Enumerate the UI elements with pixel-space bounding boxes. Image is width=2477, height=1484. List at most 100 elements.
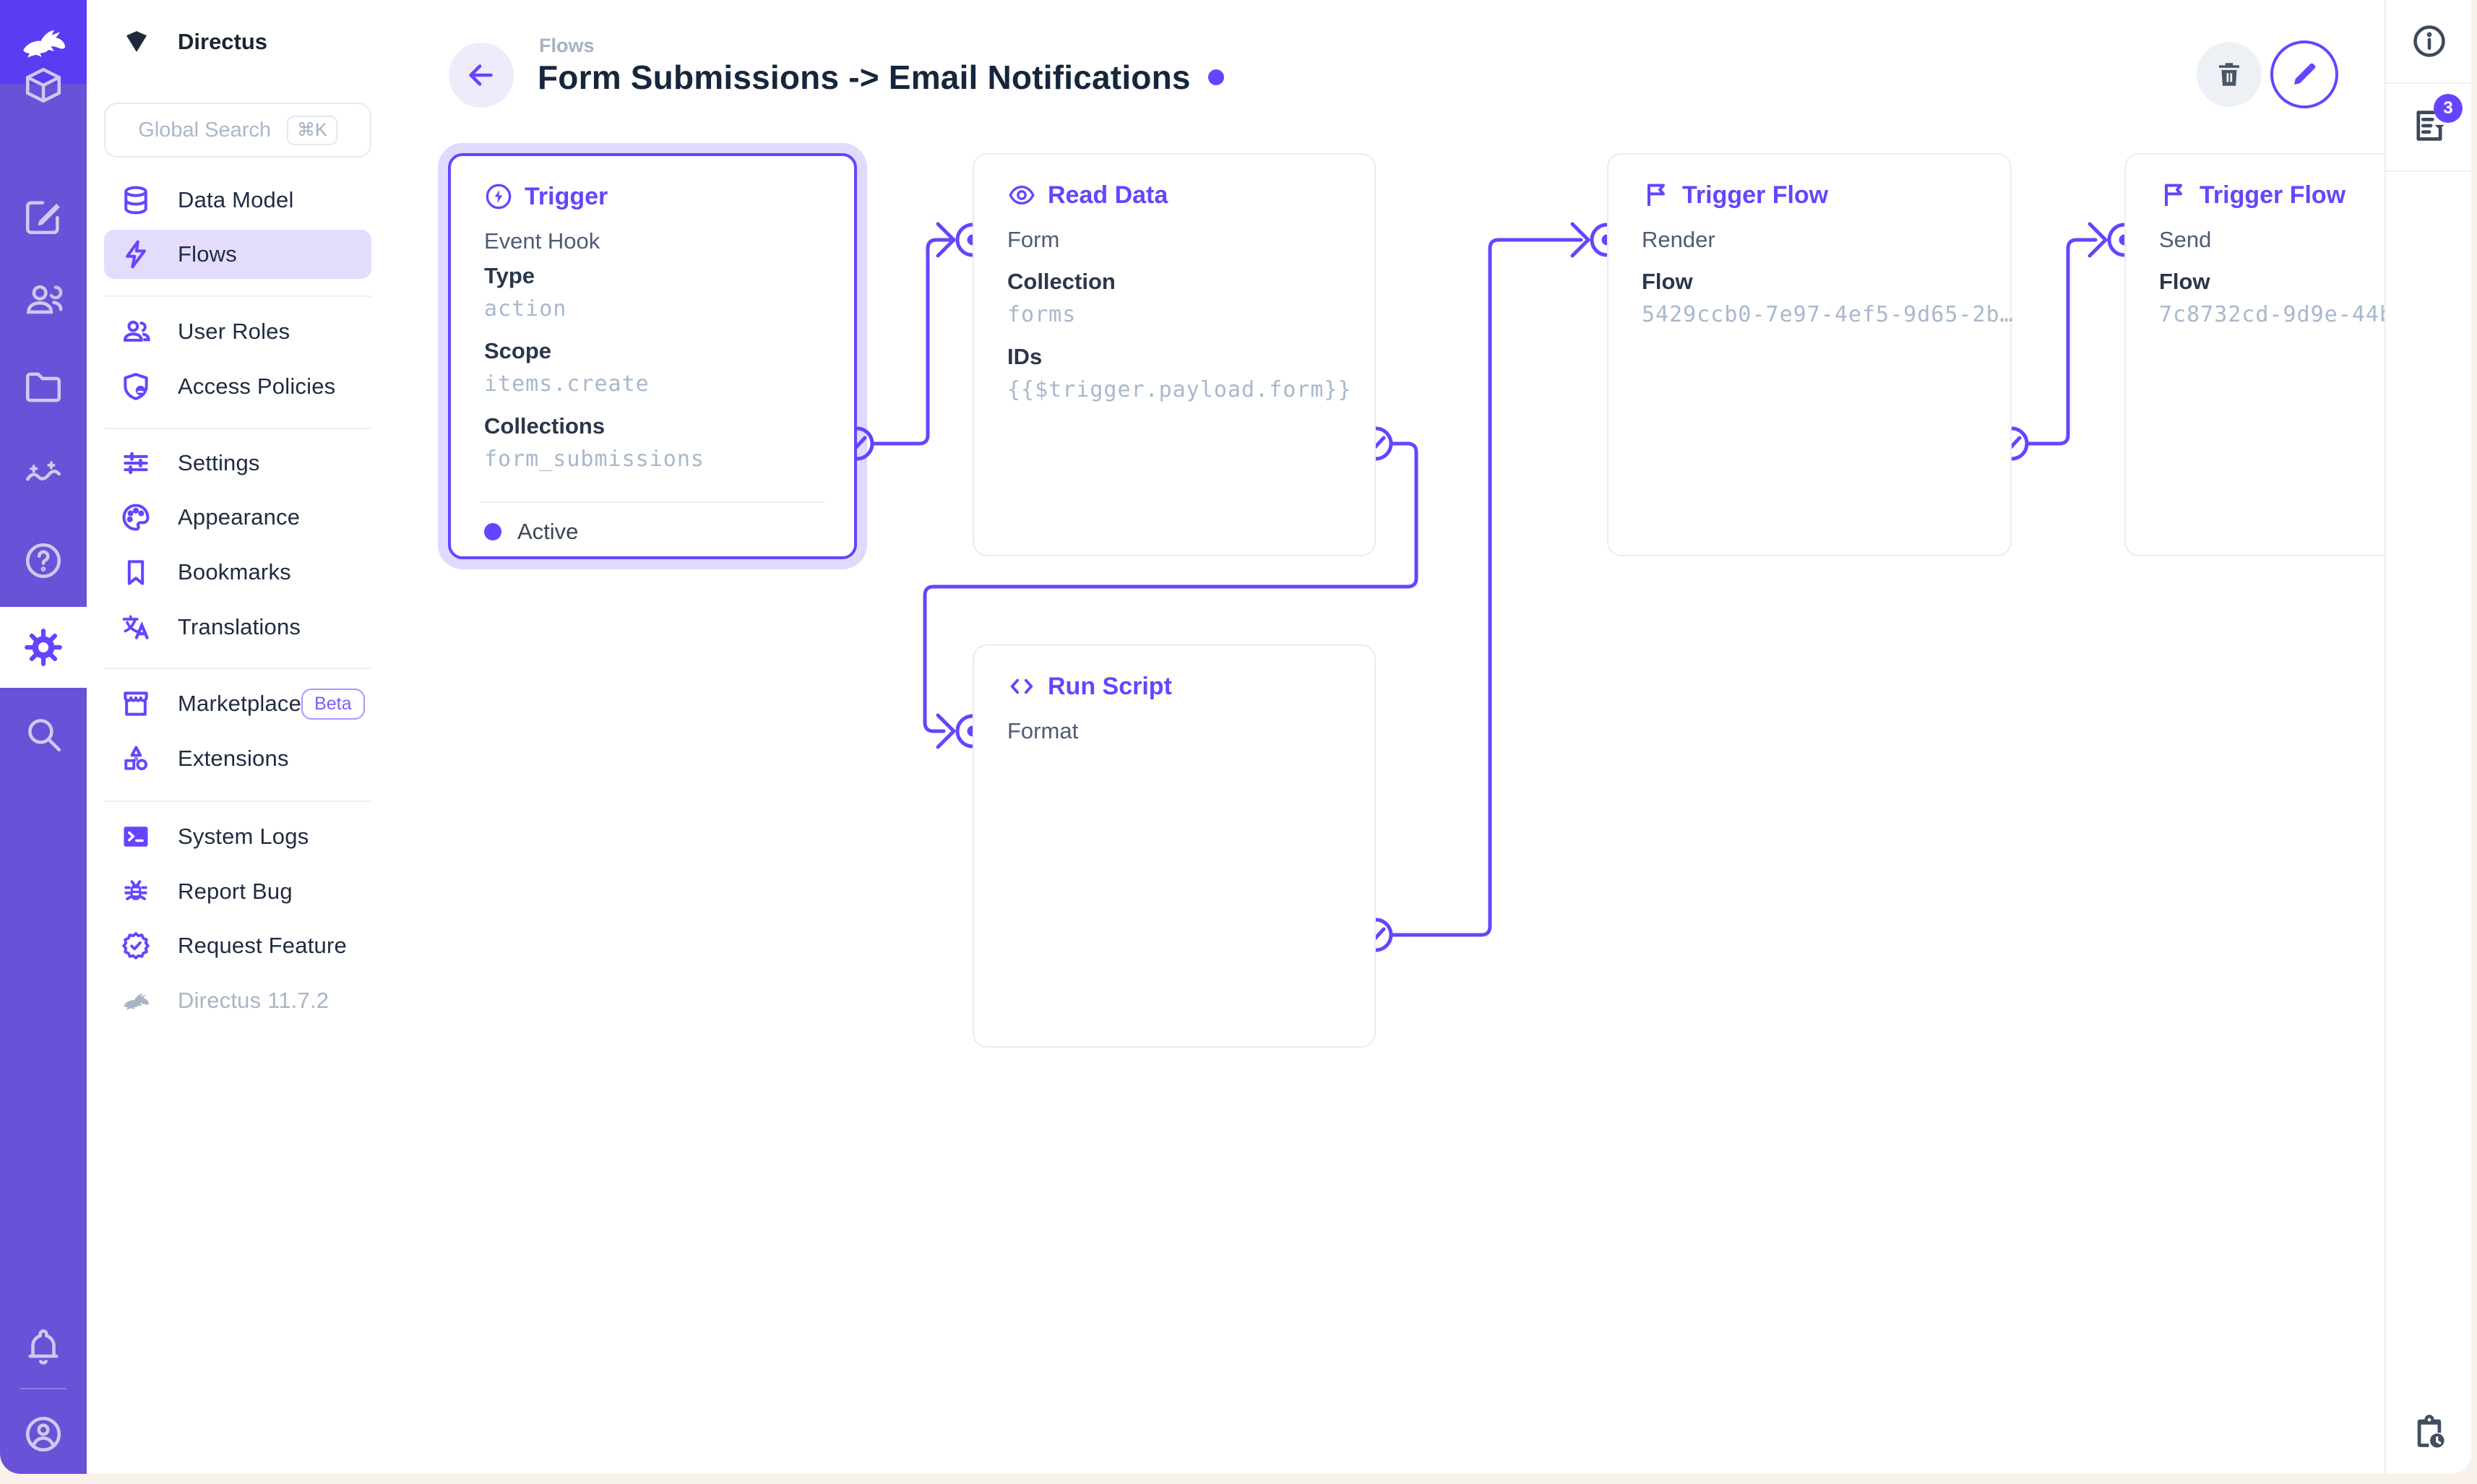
- sidebar-item-translations[interactable]: Translations: [104, 603, 371, 652]
- node-title: Trigger Flow: [2200, 181, 2346, 209]
- sidebar-item-data-model[interactable]: Data Model: [104, 176, 371, 225]
- module-bar: [0, 0, 87, 1474]
- project-row[interactable]: Directus: [87, 0, 387, 84]
- sidebar-item-request-feature[interactable]: Request Feature: [104, 921, 371, 970]
- trash-icon: [2219, 63, 2239, 86]
- folder-icon: [25, 372, 61, 402]
- node-title: Trigger Flow: [1682, 181, 1829, 209]
- info-sidebar-button[interactable]: [2386, 0, 2471, 84]
- global-search-input[interactable]: Global Search ⌘K: [104, 103, 371, 158]
- beta-badge: Beta: [301, 688, 365, 720]
- node-title: Read Data: [1048, 181, 1168, 209]
- arrowhead-icon: [936, 713, 956, 749]
- nav-sidebar: Directus Global Search ⌘K Data Model Flo…: [87, 0, 387, 1474]
- sidebar-item-label: Flows: [178, 241, 237, 267]
- node-read-data[interactable]: Read Data Form Collection forms IDs {{$t…: [973, 153, 1376, 556]
- extension-icon: [124, 746, 148, 771]
- bookmark-icon: [127, 560, 145, 585]
- right-sidebar-rail: 3: [2385, 0, 2471, 1474]
- module-insights[interactable]: [0, 433, 87, 514]
- node-header: Trigger: [484, 182, 854, 211]
- notifications-button[interactable]: [0, 1307, 87, 1388]
- field-label: Collections: [484, 413, 606, 439]
- logs-count-badge: 3: [2434, 93, 2463, 123]
- node-header: Trigger Flow: [2159, 181, 2385, 210]
- page-title-text: Form Submissions -> Email Notifications: [538, 59, 1191, 96]
- sidebar-item-marketplace[interactable]: Marketplace Beta: [104, 679, 371, 728]
- bolt-icon: [126, 240, 146, 269]
- edit-flow-button[interactable]: [2270, 40, 2338, 108]
- field-value: items.create: [484, 371, 650, 397]
- panel-divider: [480, 501, 825, 503]
- sidebar-divider: [104, 668, 371, 669]
- sidebar-item-user-roles[interactable]: User Roles: [104, 307, 371, 356]
- field-label: IDs: [1007, 344, 1043, 369]
- module-users[interactable]: [0, 259, 87, 340]
- scheduled-tasks-button[interactable]: [2386, 1391, 2471, 1474]
- node-run-script[interactable]: Run Script Format: [973, 644, 1376, 1048]
- field-value: form_submissions: [484, 447, 705, 472]
- bell-icon: [28, 1329, 59, 1365]
- node-trigger-flow-render[interactable]: Trigger Flow Render Flow 5429ccb0-7e97-4…: [1607, 153, 2014, 556]
- palette-icon: [122, 504, 150, 531]
- flow-status-dot: [1207, 69, 1224, 85]
- breadcrumb[interactable]: Flows: [539, 35, 595, 56]
- flag-icon: [2159, 181, 2188, 210]
- node-header: Read Data: [1007, 181, 1374, 210]
- sidebar-item-label: Settings: [178, 450, 260, 475]
- delete-flow-button[interactable]: [2197, 42, 2262, 107]
- terminal-icon: [124, 827, 148, 847]
- module-content[interactable]: [0, 45, 87, 126]
- field-label: Flow: [2159, 269, 2210, 294]
- rabbit-version-icon: [120, 985, 152, 1017]
- module-search[interactable]: [0, 694, 87, 775]
- user-menu-button[interactable]: [0, 1394, 87, 1474]
- arrowhead-icon: [2088, 222, 2108, 258]
- seal-check-icon: [122, 932, 150, 959]
- translate-icon: [122, 615, 149, 639]
- users-icon: [27, 285, 63, 314]
- status-label: Active: [517, 519, 579, 544]
- code-icon: [1010, 678, 1033, 694]
- sidebar-item-extensions[interactable]: Extensions: [104, 734, 371, 783]
- module-help[interactable]: [0, 520, 87, 601]
- node-trigger-flow-send[interactable]: Trigger Flow Send Flow 7c8732cd-9d9e-44b…: [2124, 153, 2385, 556]
- insights-icon: [25, 461, 61, 481]
- sidebar-item-flows[interactable]: Flows: [104, 230, 371, 279]
- project-name: Directus: [178, 29, 268, 54]
- help-icon: [25, 543, 61, 579]
- field-label: Collection: [1007, 269, 1116, 294]
- sidebar-item-settings[interactable]: Settings: [104, 439, 371, 488]
- logs-icon: [2416, 110, 2444, 141]
- sidebar-item-access-policies[interactable]: Access Policies: [104, 362, 371, 411]
- back-button[interactable]: [449, 43, 514, 108]
- sidebar-version-row: Directus 11.7.2: [104, 976, 371, 1025]
- info-icon: [2413, 25, 2445, 57]
- flow-active-status: Active: [484, 519, 578, 545]
- logs-sidebar-button[interactable]: 3: [2386, 84, 2471, 172]
- sidebar-item-label: Request Feature: [178, 933, 347, 958]
- sidebar-item-report-bug[interactable]: Report Bug: [104, 867, 371, 916]
- sidebar-item-system-logs[interactable]: System Logs: [104, 812, 371, 861]
- database-icon: [124, 186, 147, 215]
- module-editor[interactable]: [0, 176, 87, 257]
- arrowhead-icon: [936, 222, 956, 258]
- module-settings[interactable]: [0, 607, 87, 688]
- sidebar-item-bookmarks[interactable]: Bookmarks: [104, 548, 371, 597]
- node-title: Run Script: [1048, 672, 1172, 700]
- page-title: Form Submissions -> Email Notifications: [538, 58, 1224, 97]
- sidebar-divider: [104, 428, 371, 429]
- arrowhead-icon: [1570, 222, 1590, 258]
- module-files[interactable]: [0, 347, 87, 428]
- eye-icon: [1009, 185, 1035, 205]
- node-trigger[interactable]: Trigger Event Hook Type action Scope ite…: [448, 153, 857, 559]
- status-dot: [484, 523, 501, 540]
- wire-render-to-send: [2009, 238, 2098, 446]
- field-label: Scope: [484, 338, 552, 363]
- people-icon: [123, 320, 150, 342]
- sidebar-item-appearance[interactable]: Appearance: [104, 493, 371, 542]
- flow-canvas[interactable]: Trigger Event Hook Type action Scope ite…: [387, 142, 2385, 1474]
- node-title: Trigger: [525, 182, 608, 210]
- field-value: 5429ccb0-7e97-4ef5-9d65-2b…: [1642, 302, 2014, 327]
